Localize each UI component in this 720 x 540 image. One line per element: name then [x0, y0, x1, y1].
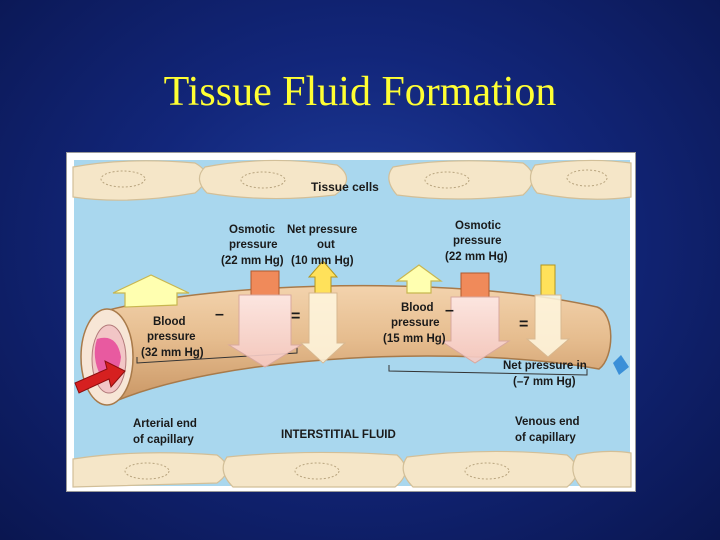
cell-nucleus	[124, 462, 170, 480]
net-out-line3: (10 mm Hg)	[291, 255, 354, 267]
osmotic-block-left	[250, 270, 280, 296]
net-out-arrow-down	[299, 292, 347, 364]
blood-right-line3: (15 mm Hg)	[383, 333, 446, 345]
interstitial-fluid-label: INTERSTITIAL FLUID	[281, 429, 396, 441]
blood-left-line2: pressure	[147, 331, 196, 343]
cell-nucleus	[240, 171, 286, 189]
osmotic-left-line1: Osmotic	[229, 224, 276, 236]
tissue-cell	[72, 160, 207, 201]
venous-end-line2: of capillary	[515, 432, 576, 444]
figure-frame: Tissue cells Osmotic pressure (22 mm Hg)…	[66, 152, 636, 492]
bottom-cell-nuclei	[124, 462, 510, 480]
tissue-cells-label: Tissue cells	[311, 180, 379, 194]
minus-sign-right: –	[445, 302, 454, 319]
blood-left-line3: (32 mm Hg)	[141, 347, 204, 359]
top-cell-nuclei	[100, 169, 608, 189]
osmotic-arrow-right-down	[439, 296, 511, 364]
net-pressure-in-bar	[540, 264, 556, 296]
tissue-cell	[402, 450, 578, 488]
tissue-cell	[529, 159, 632, 200]
osmotic-right-line3: (22 mm Hg)	[445, 251, 508, 263]
osmotic-left-line2: pressure	[229, 239, 278, 251]
blood-right-line1: Blood	[401, 302, 434, 314]
cell-nucleus	[566, 169, 608, 187]
net-pressure-out-arrow	[307, 260, 339, 294]
venous-bracket	[388, 365, 588, 376]
osmotic-arrow-left-down	[227, 294, 303, 368]
blood-flow-arrow	[74, 360, 126, 394]
slide-title: Tissue Fluid Formation	[163, 69, 557, 115]
venous-end-line1: Venous end	[515, 416, 580, 428]
cell-nucleus	[100, 170, 146, 188]
blood-pressure-arrow-left	[112, 274, 190, 308]
equals-sign-right: =	[519, 316, 528, 333]
tissue-cell	[572, 450, 632, 488]
net-out-line1: Net pressure	[287, 224, 357, 236]
minus-sign-left: –	[215, 306, 224, 323]
equals-sign-left: =	[291, 308, 300, 325]
tissue-cell	[388, 160, 534, 200]
top-tissue-cells	[72, 159, 632, 201]
cell-nucleus	[464, 462, 510, 480]
cell-nucleus	[294, 462, 340, 480]
tissue-cell	[222, 451, 407, 488]
net-in-line2: (–7 mm Hg)	[513, 376, 576, 388]
outflow-arrow	[613, 355, 629, 375]
arterial-bracket	[136, 347, 298, 364]
tissue-cell	[72, 452, 228, 488]
tissue-fluid-diagram: Tissue cells Osmotic pressure (22 mm Hg)…	[72, 158, 632, 488]
tissue-cell	[198, 159, 348, 200]
net-out-line2: out	[317, 239, 335, 251]
arterial-end-line2: of capillary	[133, 434, 194, 446]
arterial-end-line1: Arterial end	[133, 418, 197, 430]
net-in-line1: Net pressure in	[503, 360, 587, 372]
bottom-tissue-cells	[72, 450, 632, 488]
cell-nucleus	[424, 171, 470, 189]
osmotic-right-line2: pressure	[453, 235, 502, 247]
osmotic-right-line1: Osmotic	[455, 220, 502, 232]
osmotic-left-line3: (22 mm Hg)	[221, 255, 284, 267]
blood-left-line1: Blood	[153, 316, 186, 328]
blood-pressure-arrow-right	[395, 264, 443, 294]
net-in-arrow-down	[525, 294, 571, 358]
blood-right-line2: pressure	[391, 317, 440, 329]
osmotic-block-right	[460, 272, 490, 298]
